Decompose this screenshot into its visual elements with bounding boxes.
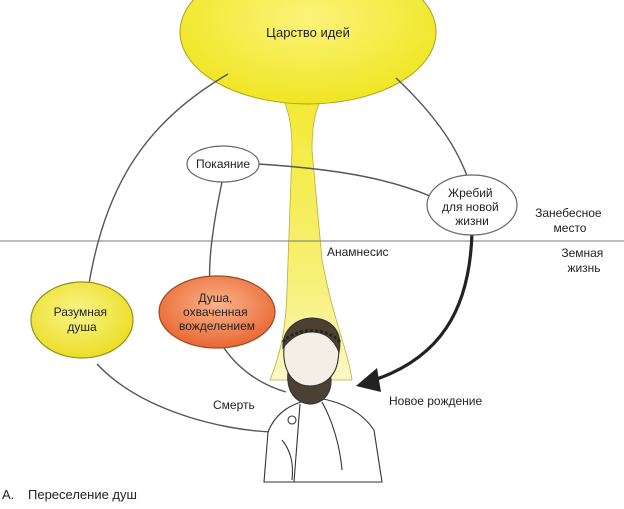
philosopher-hair bbox=[282, 317, 341, 354]
philosopher-wreath bbox=[281, 329, 342, 344]
desire-soul-label: Душа, охваченная вожделением bbox=[179, 291, 255, 333]
earthly-life-label: Земная жизнь bbox=[561, 246, 606, 275]
caption-text: Переселение душ bbox=[28, 487, 137, 502]
realm-of-ideas-oval bbox=[179, 0, 437, 105]
caption-letter: А. bbox=[2, 487, 15, 502]
line-desire-to-philosopher bbox=[221, 344, 287, 393]
line-repentance-to-desire bbox=[208, 181, 223, 286]
figure-caption: А. Переселение душ bbox=[2, 487, 137, 502]
philosopher-robe bbox=[263, 397, 383, 483]
line-realm-to-rational bbox=[87, 73, 229, 291]
line-rational-to-philosopher bbox=[96, 363, 273, 433]
death-label: Смерть bbox=[213, 398, 255, 412]
new-birth-label: Новое рождение bbox=[389, 394, 483, 408]
line-realm-to-lot bbox=[395, 77, 471, 186]
light-beam bbox=[261, 69, 353, 381]
lot-label: Жребий для новой жизни bbox=[442, 186, 502, 228]
new-birth-arrow bbox=[367, 231, 474, 384]
rational-soul-label: Разумная душа bbox=[54, 305, 111, 334]
arrowhead-icon bbox=[356, 368, 381, 392]
philosopher-brooch bbox=[287, 415, 297, 425]
philosopher-figure bbox=[263, 317, 383, 483]
lot-oval bbox=[426, 174, 518, 236]
line-repentance-to-lot bbox=[257, 163, 431, 197]
connection-lines bbox=[87, 73, 471, 433]
supercelestial-label: Занебесное место bbox=[535, 206, 605, 235]
desire-soul-oval bbox=[158, 275, 276, 349]
repentance-label: Покаяние bbox=[196, 157, 250, 171]
realm-of-ideas-label: Царство идей bbox=[266, 25, 350, 40]
repentance-oval bbox=[186, 145, 260, 183]
rational-soul-oval bbox=[30, 281, 134, 359]
anamnesis-label: Анамнесис bbox=[327, 245, 389, 259]
